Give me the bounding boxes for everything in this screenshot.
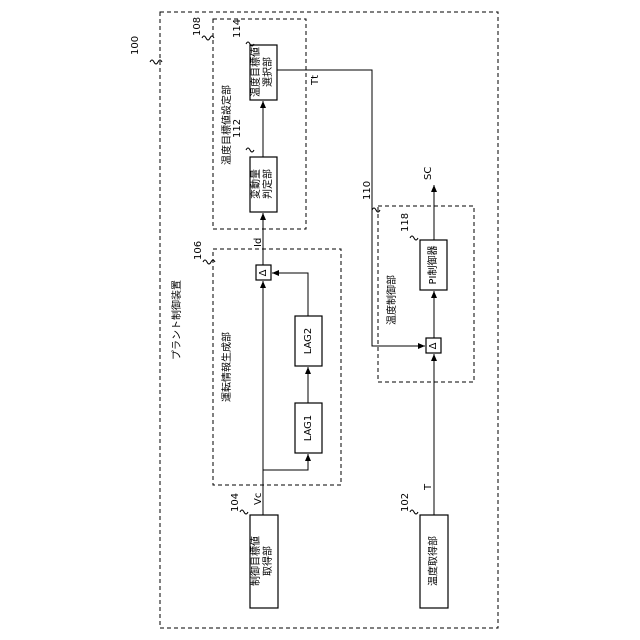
signal-t: T (423, 483, 434, 491)
ref-leader-112 (246, 148, 254, 152)
wire-tt-to-delta (277, 70, 425, 346)
target-select-line2: 選択部 (261, 57, 274, 87)
signal-vc: Vc (253, 493, 264, 505)
ref-number-100: 100 (130, 36, 141, 55)
control-target-acquisition-line1: 制御目標値 (249, 536, 262, 586)
control-target-acquisition-line2: 取得部 (261, 546, 274, 576)
op-info-label: 運転情報生成部 (220, 332, 233, 402)
fluctuation-judge-line2: 判定部 (261, 169, 274, 199)
pi-controller-label: PI制御器 (426, 246, 439, 285)
wire-vc-to-lag1 (263, 454, 308, 470)
ref-number-104: 104 (230, 493, 241, 512)
temperature-control-label: 温度制御部 (385, 275, 398, 325)
lag1-label: LAG1 (303, 415, 314, 442)
ref-number-112: 112 (232, 119, 243, 138)
ref-leader-108 (202, 36, 214, 40)
temp-ctrl-delta-symbol: Δ (428, 342, 439, 349)
signal-id: Id (253, 238, 264, 247)
ref-number-102: 102 (400, 493, 411, 512)
signal-sc: SC (423, 167, 434, 180)
ref-number-114: 114 (232, 19, 243, 38)
ref-leader-104 (240, 510, 248, 514)
ref-leader-110 (372, 208, 380, 212)
op-info-delta-symbol: Δ (258, 269, 269, 276)
ref-leader-102 (410, 510, 418, 514)
lag2-label: LAG2 (303, 328, 314, 355)
ref-number-118: 118 (400, 213, 411, 232)
ref-number-108: 108 (192, 17, 203, 36)
signal-tt: Tt (310, 75, 321, 86)
ref-leader-118 (410, 236, 418, 240)
temperature-acquisition-label: 温度取得部 (427, 536, 440, 586)
target-select-line1: 温度目標値 (249, 47, 262, 97)
wire-lag2-to-delta (272, 273, 308, 316)
ref-number-110: 110 (362, 181, 373, 200)
ref-number-106: 106 (193, 241, 204, 260)
plant-control-device-label: プラント制御装置 (170, 280, 183, 360)
fluctuation-judge-line1: 変動量 (249, 169, 262, 199)
